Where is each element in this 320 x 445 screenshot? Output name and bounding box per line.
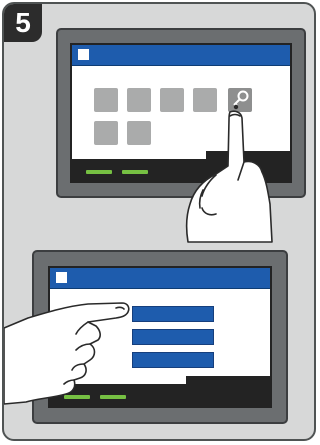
instruction-panel: 5	[2, 2, 316, 441]
hand-illustrations	[4, 4, 316, 441]
pointing-hand-right	[4, 303, 129, 404]
pointing-hand-up	[187, 111, 272, 242]
